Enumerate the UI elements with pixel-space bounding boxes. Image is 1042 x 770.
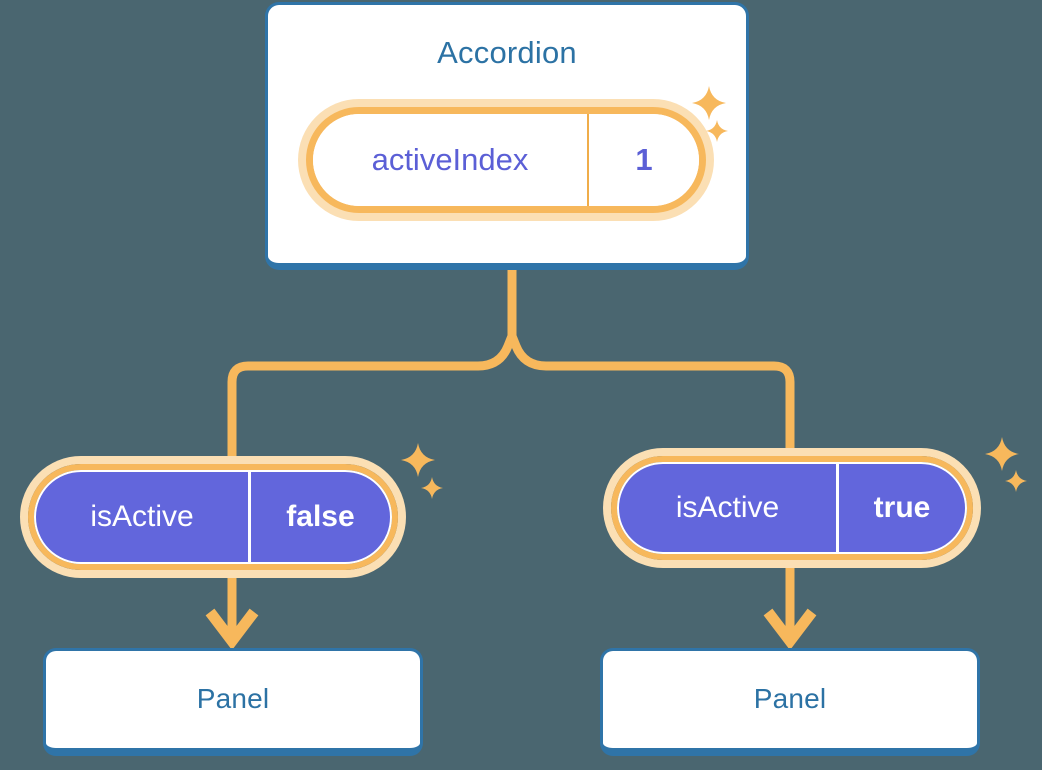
state-pill-key: isActive [619, 464, 839, 552]
state-pill-key: isActive [36, 472, 251, 562]
state-pill-key: activeIndex [313, 114, 589, 206]
arrow-down-icon-right [763, 568, 817, 651]
state-pill-inner: isActive false [34, 470, 392, 564]
component-label: Panel [753, 682, 827, 714]
state-pill-inner: activeIndex 1 [313, 114, 699, 206]
state-pill-inner: isActive true [617, 462, 967, 554]
sparkle-icon [985, 437, 1019, 471]
state-pill-activeindex[interactable]: activeIndex 1 [306, 107, 706, 213]
arrow-down-icon-left [205, 578, 259, 651]
state-pill-isactive-true[interactable]: isActive true [611, 456, 973, 560]
state-pill-value: 1 [635, 142, 653, 177]
sparkle-icon [401, 443, 435, 477]
sparkle-icon [1005, 470, 1027, 492]
component-card-panel-right[interactable]: Panel [600, 648, 980, 756]
sparkle-icon [706, 120, 728, 142]
sparkle-icon [692, 86, 726, 120]
state-pill-isactive-false[interactable]: isActive false [28, 464, 398, 570]
sparkle-icon [421, 477, 443, 499]
page-title: Accordion [437, 35, 577, 70]
state-pill-value: false [286, 500, 355, 533]
component-card-panel-left[interactable]: Panel [43, 648, 423, 756]
component-label: Panel [196, 682, 270, 714]
state-pill-value: true [873, 491, 931, 524]
connector-branch-bar [227, 331, 795, 469]
